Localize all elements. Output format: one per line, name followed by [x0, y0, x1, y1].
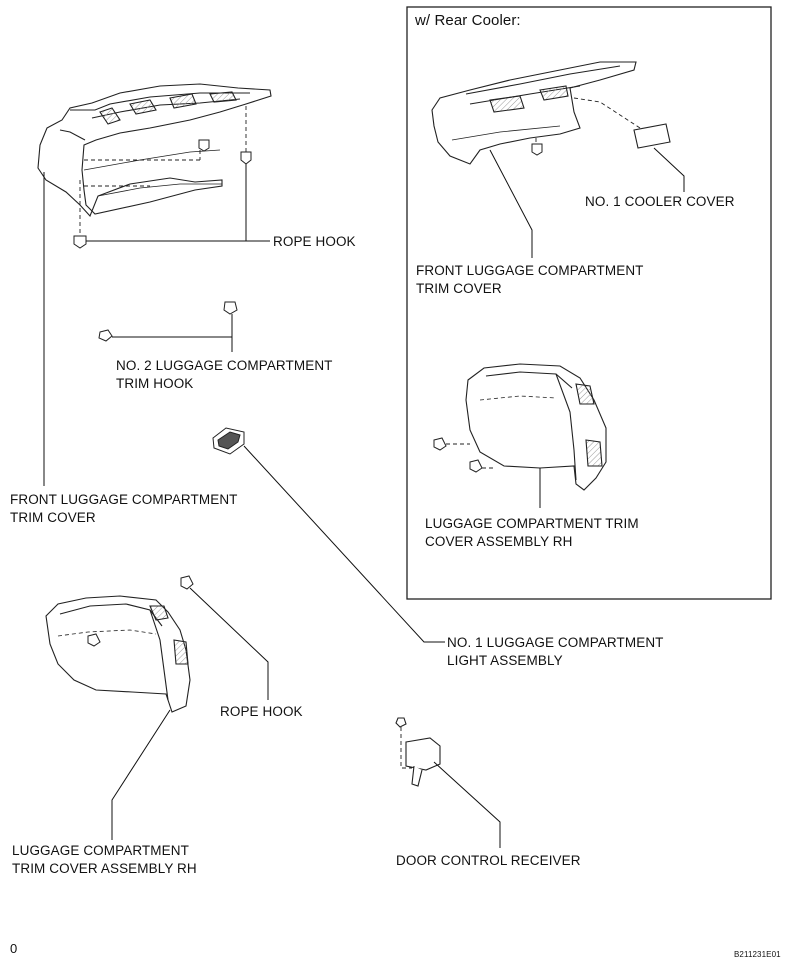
- label-trim-cover-rh-line1: LUGGAGE COMPARTMENT: [12, 843, 189, 858]
- inset-title: w/ Rear Cooler:: [415, 12, 521, 29]
- label-light-assembly-line1: NO. 1 LUGGAGE COMPARTMENT: [447, 635, 664, 650]
- page-number: 0: [10, 941, 18, 956]
- label-light-assembly-line2: LIGHT ASSEMBLY: [447, 653, 563, 668]
- label-inset-front-trim-line1: FRONT LUGGAGE COMPARTMENT: [416, 263, 644, 278]
- trim-clip: [87, 633, 101, 647]
- label-trim-hook-line1: NO. 2 LUGGAGE COMPARTMENT: [116, 358, 333, 373]
- rope-hook-clip: [73, 139, 252, 249]
- cooler-cover-part: [633, 123, 671, 149]
- inset-trim-clip: [433, 437, 483, 473]
- label-front-trim-cover-line1: FRONT LUGGAGE COMPARTMENT: [10, 492, 238, 507]
- inset-clip: [531, 143, 543, 156]
- light-assembly-part: [212, 427, 245, 455]
- label-inset-trim-rh-line2: COVER ASSEMBLY RH: [425, 534, 573, 549]
- label-cooler-cover: NO. 1 COOLER COVER: [585, 194, 735, 209]
- trim-hook-part: [98, 301, 238, 342]
- label-front-trim-cover-line2: TRIM COVER: [10, 510, 96, 525]
- door-control-receiver-part: [395, 717, 441, 787]
- label-inset-trim-rh-line1: LUGGAGE COMPARTMENT TRIM: [425, 516, 639, 531]
- inset-front-trim-cover-part: [431, 61, 637, 165]
- label-rope-hook-top: ROPE HOOK: [273, 234, 356, 249]
- trim-cover-rh-part: [45, 595, 191, 713]
- label-rope-hook-bottom: ROPE HOOK: [220, 704, 303, 719]
- label-trim-cover-rh-line2: TRIM COVER ASSEMBLY RH: [12, 861, 197, 876]
- figure-code: B211231E01: [734, 950, 781, 959]
- label-inset-front-trim-line2: TRIM COVER: [416, 281, 502, 296]
- rope-hook-bottom-part: [180, 575, 194, 590]
- front-trim-cover-part: [37, 83, 272, 218]
- inset-frame: [406, 6, 772, 600]
- inset-trim-cover-rh-part: [465, 363, 607, 491]
- label-door-control-receiver: DOOR CONTROL RECEIVER: [396, 853, 581, 868]
- label-trim-hook-line2: TRIM HOOK: [116, 376, 194, 391]
